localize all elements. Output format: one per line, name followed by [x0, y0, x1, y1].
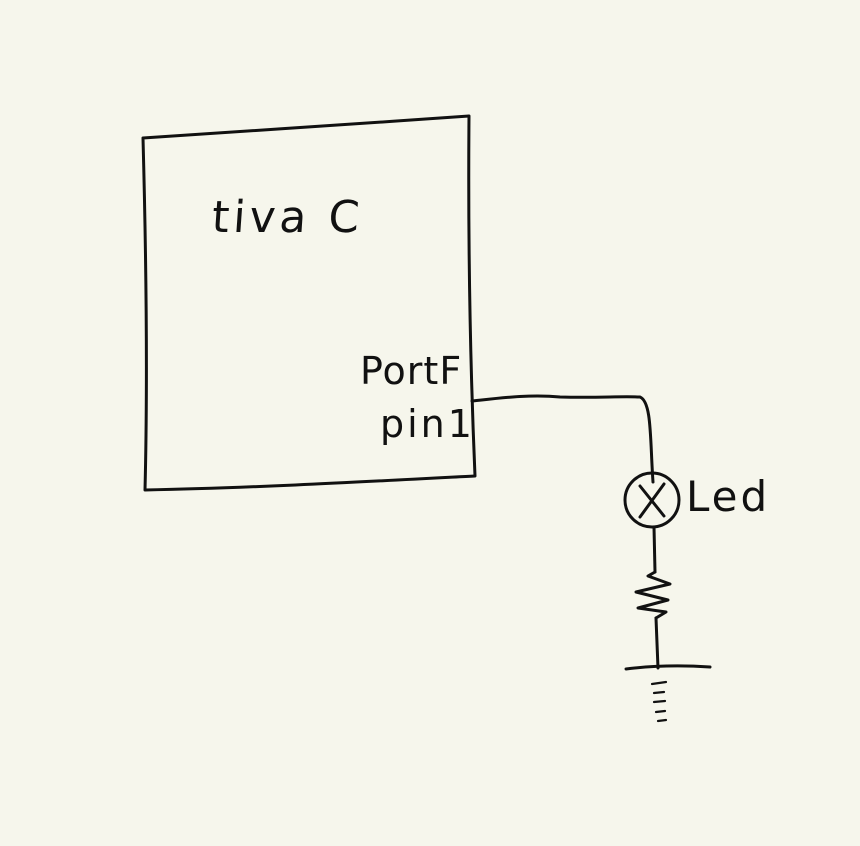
led-cross	[638, 482, 666, 519]
ground-symbol	[624, 664, 712, 671]
microcontroller-box	[141, 114, 477, 492]
resistor-to-ground-wire	[654, 616, 660, 670]
board-label: tiva C	[210, 192, 366, 243]
led-to-resistor-wire	[652, 525, 657, 574]
led-label: Led	[686, 472, 771, 521]
ground-hatch	[650, 680, 668, 723]
pin-label: pin1	[380, 402, 475, 446]
resistor-symbol	[634, 570, 672, 620]
port-label: PortF	[360, 349, 463, 393]
signal-wire	[470, 394, 655, 484]
led-symbol	[623, 471, 681, 529]
